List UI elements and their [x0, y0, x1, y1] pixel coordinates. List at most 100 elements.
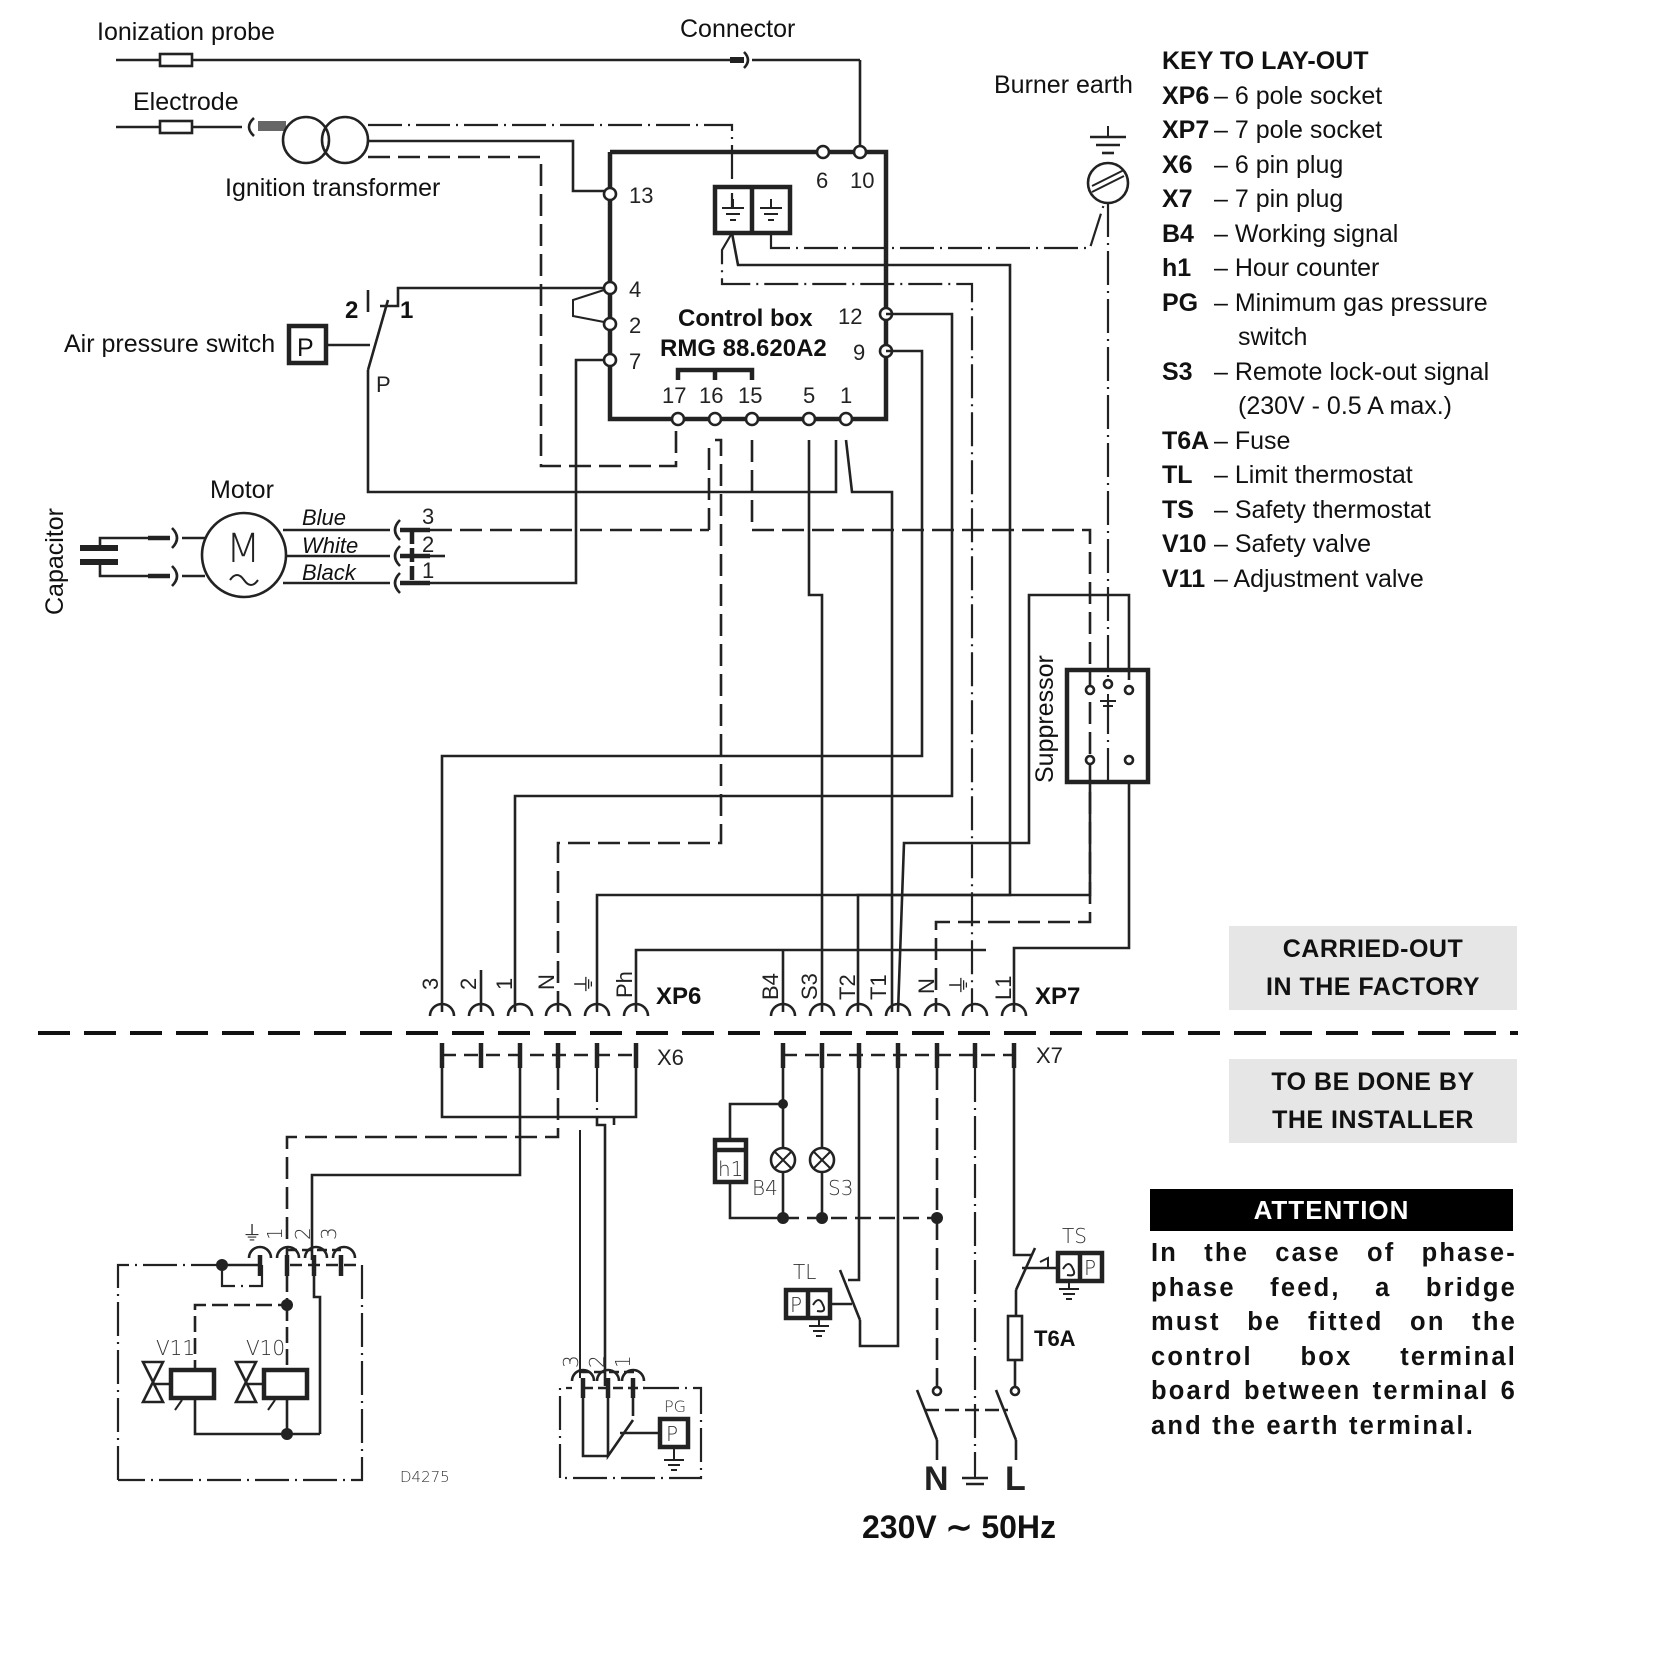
pg-pin-2-label: 2: [585, 1355, 609, 1368]
key-title: KEY TO LAY-OUT: [1162, 47, 1369, 75]
suppressor: Suppressor: [1031, 655, 1151, 785]
xp6-socket: 3 2 1 N ⏚ Ph XP6: [418, 970, 701, 1017]
xp6-pin-3-label: 3: [418, 978, 443, 990]
xp7-pin-b4-label: B4: [758, 973, 783, 1000]
key-item: PG– Minimum gas pressure switch: [1162, 288, 1488, 352]
key-item: V10– Safety valve: [1162, 530, 1372, 558]
terminal-5-label: 5: [803, 383, 815, 408]
attention-title: ATTENTION: [1150, 1189, 1513, 1231]
terminal-2: [602, 316, 618, 332]
earth-icon: [760, 199, 782, 221]
earth-icon: [962, 1465, 988, 1486]
xp7-socket: B4 S3 T2 T1 N ⏚ L1 XP7: [758, 950, 1080, 1017]
ts-label: TS: [1062, 1224, 1087, 1248]
xp7-label: XP7: [1035, 983, 1080, 1010]
ionization-probe: Ionization probe Connector: [97, 15, 862, 146]
valve-plug-pin-1-label: 1: [263, 1227, 287, 1240]
tl-label: TL: [793, 1260, 816, 1284]
xp7-pin-t2-label: T2: [835, 974, 860, 1000]
capacitor-label: Capacitor: [41, 508, 69, 615]
tl-p-symbol: P: [790, 1293, 802, 1317]
electrode: Electrode: [116, 88, 286, 137]
terminal-1-label: 1: [840, 383, 852, 408]
terminal-16: [707, 411, 723, 427]
terminal-13: [602, 186, 618, 202]
terminal-6-label: 6: [816, 168, 828, 193]
key-item: TL– Limit thermostat: [1162, 461, 1413, 489]
terminal-10-label: 10: [850, 168, 874, 193]
key-item: T6A– Fuse: [1162, 426, 1291, 455]
burner-earth-label: Burner earth: [994, 71, 1133, 99]
installer-zone-line1: TO BE DONE BY: [1271, 1068, 1475, 1096]
terminal-17-label: 17: [662, 383, 686, 408]
ionization-probe-label: Ionization probe: [97, 18, 275, 46]
xp6-pin-n-label: N: [534, 974, 559, 990]
supply-voltage-label: 230V ∼ 50Hz: [862, 1509, 1057, 1545]
ts-p-symbol: P: [1084, 1256, 1096, 1280]
valve-plug-pin-2-label: 2: [291, 1227, 315, 1240]
xp6-pin-2-label: 2: [456, 978, 481, 990]
pg-label: PG: [664, 1397, 686, 1416]
mains-l-label: L: [1005, 1460, 1026, 1498]
factory-zone-line1: CARRIED-OUT: [1282, 935, 1464, 963]
terminal-4: [602, 280, 618, 296]
motor-symbol: M: [226, 526, 261, 572]
control-box-model: RMG 88.620A2: [660, 335, 827, 362]
terminal-7-label: 7: [629, 349, 641, 374]
valve-v11-label: V11: [156, 1336, 195, 1360]
terminal-12-label: 12: [838, 304, 862, 329]
installer-zone-badge: TO BE DONE BY THE INSTALLER: [1229, 1059, 1517, 1143]
key-item: X7– 7 pin plug: [1162, 185, 1344, 213]
wire-white-label: White: [302, 533, 358, 558]
key-item: XP6– 6 pole socket: [1162, 81, 1383, 110]
ignition-transformer-label: Ignition transformer: [225, 174, 440, 202]
key-to-layout: KEY TO LAY-OUT XP6– 6 pole socket XP7– 7…: [1162, 44, 1542, 596]
contact-2-label: 2: [345, 297, 358, 324]
signals-and-thermostats: h1 B4 S3 TL P TS: [712, 1068, 1105, 1498]
pg-pin-1-label: 1: [611, 1355, 635, 1368]
xp6-pin-1-label: 1: [492, 978, 517, 990]
key-item: V11– Adjustment valve: [1162, 564, 1424, 593]
xp7-pin-t1-label: T1: [866, 974, 891, 1000]
x6-label: X6: [657, 1045, 684, 1070]
earth-icon: [722, 199, 744, 221]
x7-plug: X7: [780, 1043, 1063, 1068]
terminal-1: [838, 411, 854, 427]
terminal-9-label: 9: [853, 340, 865, 365]
xp7-pin-s3-label: S3: [797, 973, 822, 1000]
key-item: h1– Hour counter: [1162, 254, 1380, 282]
t6a-label: T6A: [1034, 1326, 1076, 1351]
contact-1-label: 1: [400, 297, 413, 324]
motor-label: Motor: [210, 476, 274, 504]
x6-plug: X6: [439, 1043, 684, 1070]
xp7-pin-earth-label: ⏚: [947, 974, 972, 996]
wire-black-label: Black: [302, 560, 357, 585]
terminal-4-label: 4: [629, 277, 641, 302]
fuse-t6a: [1006, 1314, 1024, 1362]
air-pressure-switch-label: Air pressure switch: [64, 330, 275, 358]
burner-earth: Burner earth: [994, 71, 1133, 680]
gas-valves: ⏚ 1 2 3 V11 V10 D4275: [116, 1221, 450, 1486]
pg-pin-3-label: 3: [559, 1355, 583, 1368]
terminal-7: [602, 352, 618, 368]
attention-body: In the case of phase-phase feed, a bridg…: [1151, 1239, 1517, 1440]
mains-n-label: N: [924, 1460, 949, 1498]
terminal-13-label: 13: [629, 183, 653, 208]
earth-icon: [1100, 694, 1116, 707]
xp7-pin-l1-label: L1: [991, 976, 1016, 1000]
valve-v10-label: V10: [246, 1336, 285, 1360]
electrode-label: Electrode: [133, 88, 239, 116]
valve-plug-pin-3-label: 3: [317, 1227, 341, 1240]
terminal-10: [852, 144, 868, 160]
ignition-transformer: Ignition transformer: [225, 115, 734, 468]
terminal-15: [744, 411, 760, 427]
motor-pin-2-label: 2: [422, 532, 434, 557]
xp6-pin-earth-label: ⏚: [572, 973, 597, 995]
air-pressure-switch: Air pressure switch P 2 1 P: [64, 286, 838, 494]
control-box: Control box RMG 88.620A2 13 4 2 7 6 10 1…: [572, 144, 894, 427]
wire-blue-label: Blue: [302, 505, 346, 530]
terminal-15-label: 15: [738, 383, 762, 408]
motor-pin-3-label: 3: [422, 504, 434, 529]
